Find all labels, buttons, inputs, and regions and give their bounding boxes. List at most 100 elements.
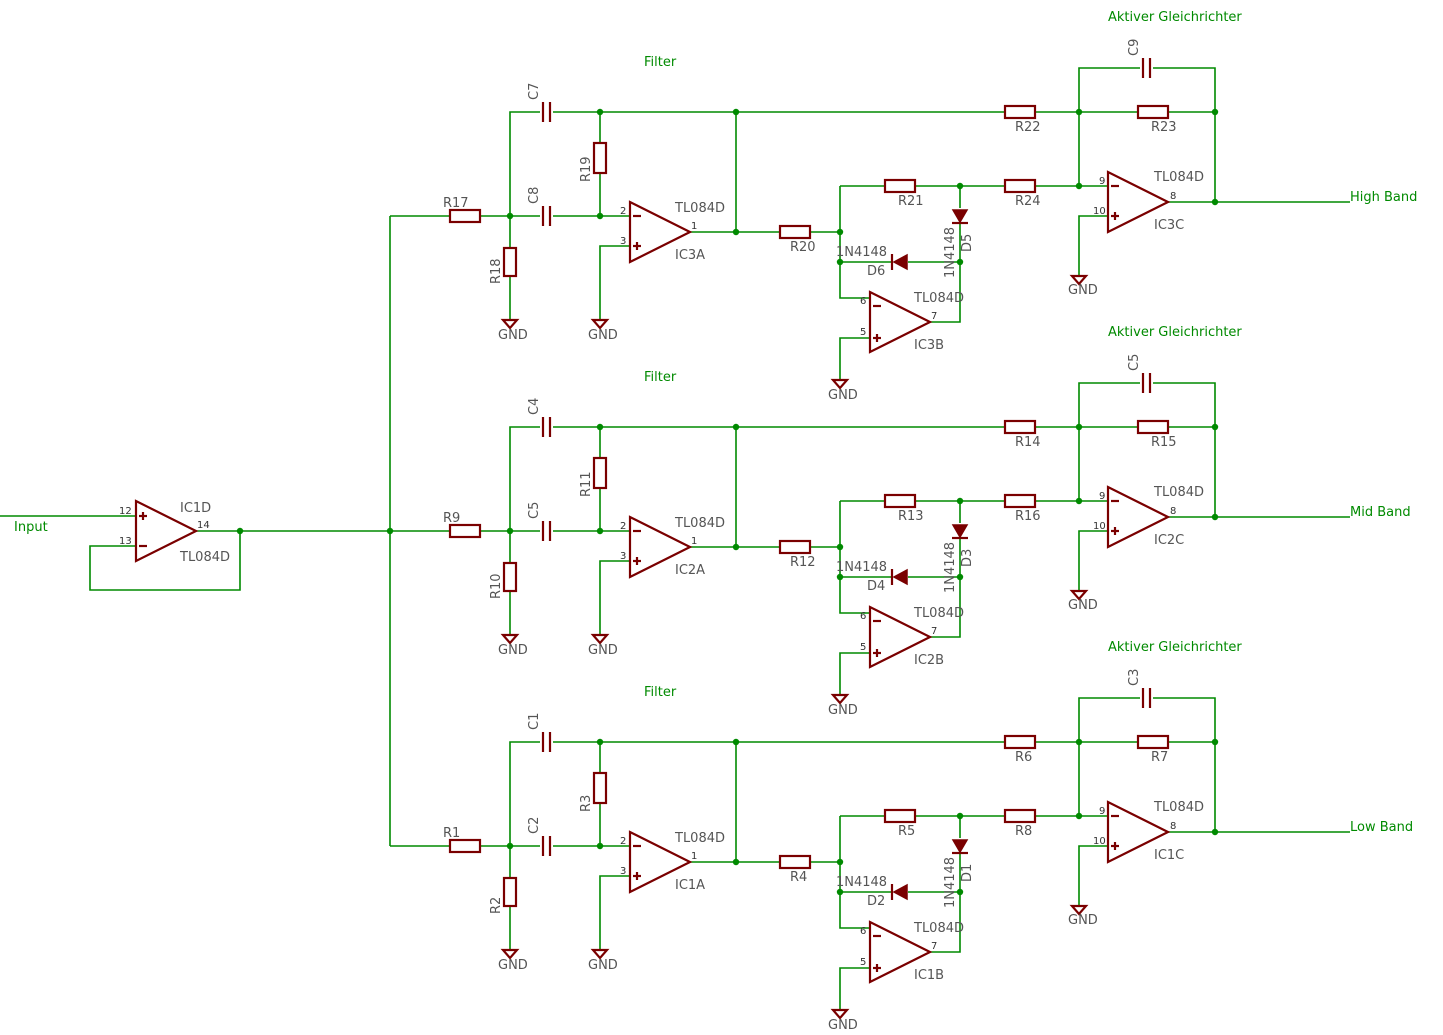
ground-icon — [1069, 274, 1089, 286]
opamp-a-pin-minus: 2 — [620, 521, 626, 532]
filter-label: Filter — [644, 370, 677, 385]
resistor-shunt-label: R10 — [489, 573, 504, 599]
input-stage: Input IC1D TL084D 12 13 14 — [0, 216, 394, 846]
channel-1: High Band Filter Aktiver Gleichrichter R… — [390, 10, 1417, 403]
ground-icon — [830, 378, 850, 390]
opamp-c-symbol — [1106, 800, 1171, 864]
resistor-in-label: R1 — [443, 826, 460, 841]
resistor-in-label: R17 — [443, 196, 469, 211]
ground-label: GND — [588, 958, 618, 973]
ground-label: GND — [828, 1018, 858, 1033]
resistor-b-label: R13 — [898, 509, 924, 524]
opamp-b-pin-minus: 6 — [860, 926, 866, 937]
resistor-d-symbol — [1003, 734, 1037, 750]
opamp-c-type: TL084D — [1153, 485, 1204, 500]
diode-horizontal-symbol — [890, 883, 908, 901]
ground-icon — [1069, 589, 1089, 601]
opamp-a-pin-out: 1 — [691, 221, 697, 232]
opamp-b-symbol — [868, 605, 933, 669]
opamp-b-type: TL084D — [913, 606, 964, 621]
resistor-e-symbol — [1136, 734, 1170, 750]
buffer-pin-out: 14 — [197, 520, 210, 531]
opamp-b-type: TL084D — [913, 291, 964, 306]
diode-h-type: 1N4148 — [836, 245, 887, 260]
channel-2: Mid Band Filter Aktiver Gleichrichter R9… — [390, 325, 1411, 718]
opamp-c-symbol — [1106, 170, 1171, 234]
resistor-feedback-label: R11 — [579, 471, 594, 497]
capacitor-top-label: C1 — [527, 713, 542, 730]
ground-icon — [590, 633, 610, 645]
opamp-a-pin-plus: 3 — [620, 236, 626, 247]
resistor-b-symbol — [883, 178, 917, 194]
rectifier-label: Aktiver Gleichrichter — [1108, 10, 1242, 25]
opamp-a-symbol — [628, 515, 693, 579]
buffer-type: TL084D — [179, 550, 230, 565]
capacitor-top-label: C4 — [527, 398, 542, 415]
ground-icon — [1069, 904, 1089, 916]
resistor-d-label: R14 — [1015, 435, 1041, 450]
resistor-c-symbol — [1003, 808, 1037, 824]
opamp-a-pin-plus: 3 — [620, 866, 626, 877]
opamp-c-type: TL084D — [1153, 800, 1204, 815]
resistor-feedback-label: R3 — [579, 795, 594, 812]
resistor-a-symbol — [778, 854, 812, 870]
opamp-a-pin-minus: 2 — [620, 206, 626, 217]
resistor-feedback-symbol — [592, 771, 608, 805]
resistor-e-symbol — [1136, 419, 1170, 435]
resistor-a-label: R20 — [790, 240, 816, 255]
diode-vertical-symbol — [951, 524, 969, 540]
diode-v-ref: D3 — [960, 549, 975, 567]
diode-v-type: 1N4148 — [943, 227, 958, 278]
resistor-c-symbol — [1003, 178, 1037, 194]
ground-label: GND — [828, 703, 858, 718]
opamp-b-ref: IC2B — [914, 653, 944, 668]
resistor-in-symbol — [448, 523, 482, 539]
opamp-b-pin-minus: 6 — [860, 296, 866, 307]
resistor-c-label: R24 — [1015, 194, 1041, 209]
diode-v-ref: D5 — [960, 234, 975, 252]
diode-vertical-symbol — [951, 209, 969, 225]
resistor-a-symbol — [778, 224, 812, 240]
opamp-c-pin-out: 8 — [1170, 506, 1176, 517]
opamp-c-pin-plus: 10 — [1093, 521, 1106, 532]
opamp-a-symbol — [628, 830, 693, 894]
opamp-c-symbol — [1106, 485, 1171, 549]
opamp-b-pin-minus: 6 — [860, 611, 866, 622]
opamp-a-pin-minus: 2 — [620, 836, 626, 847]
resistor-a-label: R12 — [790, 555, 816, 570]
ground-label: GND — [588, 643, 618, 658]
opamp-a-ref: IC1A — [675, 878, 705, 893]
opamp-b-pin-plus: 5 — [860, 957, 866, 968]
opamp-c-pin-plus: 10 — [1093, 206, 1106, 217]
capacitor-top-symbol — [541, 417, 552, 437]
diode-v-type: 1N4148 — [943, 857, 958, 908]
buffer-opamp-symbol — [134, 499, 199, 563]
filter-label: Filter — [644, 685, 677, 700]
input-label: Input — [14, 520, 48, 535]
diode-v-type: 1N4148 — [943, 542, 958, 593]
opamp-c-pin-plus: 10 — [1093, 836, 1106, 847]
diode-h-ref: D6 — [867, 264, 885, 279]
capacitor-in-label: C5 — [527, 502, 542, 519]
resistor-shunt-label: R18 — [489, 258, 504, 284]
capacitor-in-symbol — [541, 836, 552, 856]
opamp-b-pin-plus: 5 — [860, 642, 866, 653]
opamp-c-pin-out: 8 — [1170, 821, 1176, 832]
diode-h-ref: D4 — [867, 579, 885, 594]
buffer-pin-minus: 13 — [119, 536, 132, 547]
diode-horizontal-symbol — [890, 568, 908, 586]
band-output-label: Low Band — [1350, 820, 1413, 835]
capacitor-feedback-label: C3 — [1127, 669, 1142, 686]
opamp-b-pin-plus: 5 — [860, 327, 866, 338]
opamp-a-type: TL084D — [674, 201, 725, 216]
band-output-label: High Band — [1350, 190, 1417, 205]
filter-label: Filter — [644, 55, 677, 70]
resistor-e-label: R23 — [1151, 120, 1177, 135]
ground-label: GND — [1068, 598, 1098, 613]
opamp-c-pin-minus: 9 — [1099, 491, 1105, 502]
ground-label: GND — [1068, 913, 1098, 928]
resistor-in-symbol — [448, 208, 482, 224]
buffer-ref: IC1D — [180, 501, 211, 516]
resistor-a-symbol — [778, 539, 812, 555]
ground-icon — [590, 318, 610, 330]
